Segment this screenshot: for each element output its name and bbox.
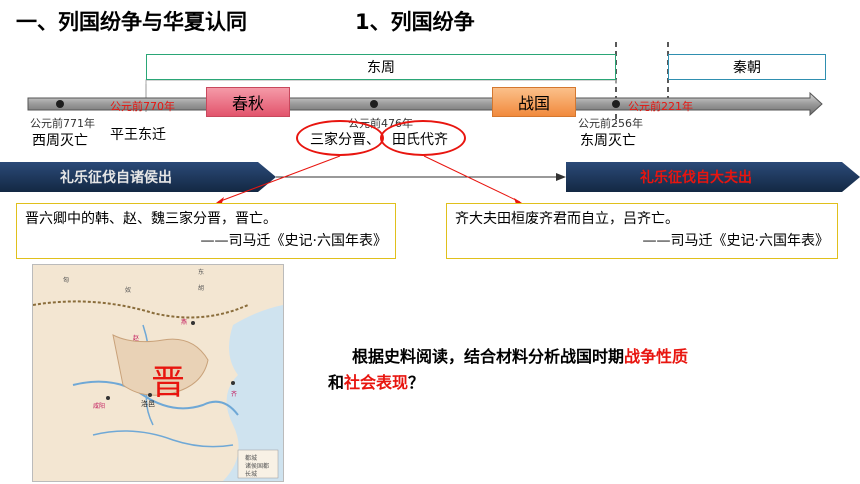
event-dot-256: [612, 100, 620, 108]
map-label-zhao: 赵: [133, 335, 140, 342]
page-title: 一、列国纷争与华夏认同: [16, 10, 247, 34]
question-part2: 和: [328, 373, 345, 392]
quote-left: 晋六卿中的韩、赵、魏三家分晋，晋亡。 ——司马迁《史记·六国年表》: [16, 203, 396, 259]
period-dongzhou: 东周: [146, 54, 616, 80]
map-legend-capital: 都城: [245, 455, 258, 462]
label-771: 西周灭亡: [32, 133, 88, 149]
period-chunqiu: 春秋: [206, 87, 290, 117]
question-text: 根据史料阅读，结合材料分析战国时期战争性质 和社会表现？: [328, 344, 828, 396]
map-label-nu: 匈: [63, 277, 70, 284]
event-tianshi: 田氏代齐: [392, 132, 448, 148]
event-dot-476: [370, 100, 378, 108]
question-part3: ？: [408, 373, 425, 392]
banner-right: 礼乐征伐自大夫出: [640, 170, 752, 186]
period-zhanguo: 战国: [492, 87, 576, 117]
label-770: 平王东迁: [110, 127, 166, 143]
map-label-jin: 晋: [151, 363, 185, 403]
map-label-xianyang: 咸阳: [93, 403, 106, 410]
date-256: 公元前256年: [578, 117, 643, 130]
event-sanjia: 三家分晋、: [310, 132, 380, 148]
connector-lines: [216, 155, 522, 204]
question-hl2: 社会表现: [344, 373, 409, 392]
section-subtitle: 1、列国纷争: [355, 10, 475, 34]
circle-tianshi: [380, 120, 466, 156]
event-dot-771: [56, 100, 64, 108]
map-label-yan: 燕: [181, 319, 188, 326]
map-legend-wall: 长城: [245, 471, 258, 478]
map-label-qi: 齐: [231, 391, 238, 398]
quote-right-source: ——司马迁《史记·六国年表》: [642, 233, 829, 249]
map-legend-state-capital: 诸侯国都: [245, 463, 270, 470]
label-256: 东周灭亡: [580, 133, 636, 149]
map-label-dong: 东: [198, 269, 205, 276]
date-770: 公元前770年: [110, 100, 175, 113]
question-hl1: 战争性质: [624, 347, 689, 366]
quote-left-text: 晋六卿中的韩、赵、魏三家分晋，晋亡。: [25, 211, 277, 227]
question-part1: 根据史料阅读，结合材料分析战国时期: [352, 347, 625, 366]
date-221: 公元前221年: [628, 100, 693, 113]
map-label-hu: 胡: [198, 285, 205, 292]
date-771: 公元前771年: [30, 117, 95, 130]
quote-left-source: ——司马迁《史记·六国年表》: [200, 233, 387, 249]
period-qin: 秦朝: [668, 54, 826, 80]
banner-shapes: [0, 162, 860, 192]
map-label-luoyi: 洛邑: [141, 400, 155, 408]
quote-right: 齐大夫田桓废齐君而自立，吕齐亡。 ——司马迁《史记·六国年表》: [446, 203, 838, 259]
map-label-nu2: 奴: [125, 287, 132, 294]
map-graphic: [33, 300, 283, 481]
quote-right-text: 齐大夫田桓废齐君而自立，吕齐亡。: [455, 211, 679, 227]
banner-left: 礼乐征伐自诸侯出: [60, 170, 172, 186]
historical-map: 晋 匈 奴 东 胡 燕 赵 洛邑 咸阳 齐 都城 诸侯国都 长城: [32, 264, 284, 482]
